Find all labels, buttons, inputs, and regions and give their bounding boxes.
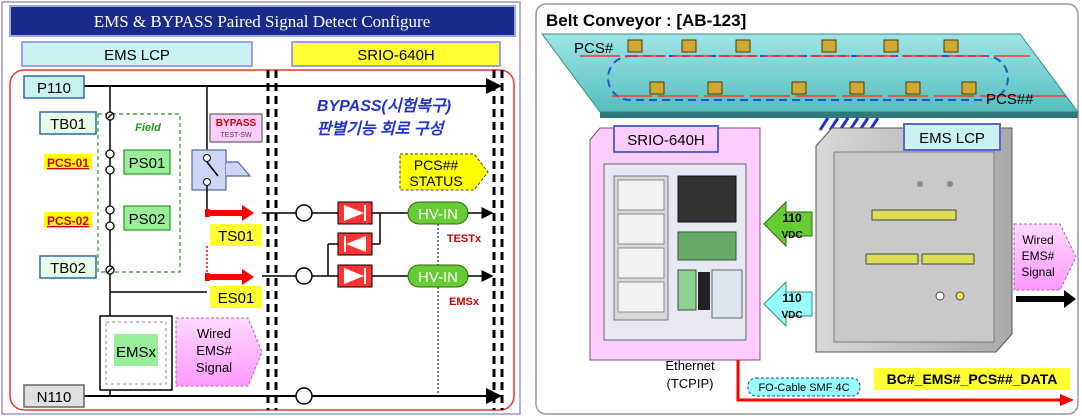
diode-3: [337, 264, 373, 288]
korean-title-1: BYPASS(시험복구): [317, 97, 451, 115]
wired-signal-right-arrow: [1016, 290, 1076, 308]
ems-lcp-header: [21, 41, 253, 67]
hv-in-1-label: HV-IN: [418, 206, 458, 223]
p110-label-box: [23, 75, 85, 99]
field-zone: [97, 113, 181, 273]
ems-lcp-cabinet: [815, 127, 1013, 353]
pcs-hash-label-2: PCS##: [986, 91, 1034, 108]
vdc2-line1: 110: [782, 291, 802, 305]
bc-data-label: BC#_EMS#_PCS##_DATA: [887, 371, 1058, 387]
diode-1: [337, 201, 373, 225]
tb02-label: TB02: [50, 260, 86, 277]
diode-2: [337, 232, 373, 256]
vdc-arrow-2: [763, 280, 813, 328]
ethernet-line2: (TCPIP): [667, 376, 714, 391]
wired-signal-right-1: Wired: [1022, 233, 1053, 247]
wired-ems-signal-left: [175, 317, 263, 387]
es01-label: ES01: [218, 290, 255, 307]
fo-cable-line: [736, 360, 1062, 402]
field-label: Field: [135, 122, 161, 134]
srio-right-label: SRIO-640H: [627, 132, 705, 149]
hv-in-2-label: HV-IN: [418, 269, 458, 286]
ems-lcp-right-label: EMS LCP: [919, 130, 985, 147]
vdc1-line2: VDC: [781, 230, 802, 241]
wired-ems-signal-right: [1013, 223, 1077, 291]
wired-signal-left-3: Signal: [196, 360, 232, 375]
testx-label: TESTx: [447, 233, 482, 245]
left-title: EMS & BYPASS Paired Signal Detect Config…: [94, 12, 431, 31]
srio-right-header: [613, 125, 719, 153]
vdc-arrow-1: [763, 200, 813, 248]
ts01-arrow: [205, 205, 254, 221]
circuit-frame: [9, 69, 515, 411]
emsx-output-label: EMSx: [449, 296, 480, 308]
n110-label: N110: [37, 389, 72, 406]
tb01-label-box: [39, 111, 97, 135]
ps02-label: PS02: [129, 211, 166, 228]
opto-isolators: [295, 204, 313, 405]
korean-title-2: 판별기능 회로 구성: [317, 120, 446, 138]
pull-cord-switches: [627, 39, 977, 95]
ps01-label: PS01: [129, 155, 166, 172]
ems-lcp-header-label: EMS LCP: [104, 47, 170, 64]
pcs-status-line2: STATUS: [409, 173, 462, 189]
pcs-status-badge: [399, 153, 489, 191]
right-panel: Belt Conveyor : [AB-123] PCS# PCS##: [535, 3, 1079, 415]
cabinet-divider-left: [266, 70, 504, 410]
es01-arrow: [205, 269, 254, 285]
pcs01-label: PCS-01: [47, 156, 89, 170]
n110-label-box: [23, 384, 85, 408]
vdc1-line1: 110: [782, 211, 802, 225]
ethernet-line1: Ethernet: [665, 358, 715, 373]
srio-header: [291, 41, 501, 67]
es01-box: [210, 286, 262, 308]
right-title-bar: [540, 8, 798, 32]
bypass-title: BYPASS: [216, 118, 257, 129]
bc-data-box: [874, 368, 1070, 390]
vdc2-line2: VDC: [781, 310, 802, 321]
tb01-label: TB01: [50, 116, 86, 133]
srio-header-label: SRIO-640H: [357, 47, 435, 64]
pcs-status-line1: PCS##: [414, 157, 459, 173]
right-title: Belt Conveyor : [AB-123]: [546, 11, 746, 30]
ps01-box: [123, 149, 171, 175]
wired-signal-left-2: EMS#: [196, 343, 232, 358]
ts01-label: TS01: [218, 228, 254, 245]
fo-cable-box: [747, 377, 861, 397]
ps02-box: [123, 205, 171, 231]
wired-signal-left-1: Wired: [197, 326, 231, 341]
fo-cable-label: FO-Cable SMF 4C: [758, 382, 849, 394]
emsx-box-label: EMSx: [116, 344, 157, 361]
left-title-bar: [9, 5, 516, 37]
ts01-box: [210, 224, 262, 246]
bypass-sub: TEST-SW: [220, 132, 252, 139]
pcs-hash-label-1: PCS#: [574, 40, 614, 57]
bypass-label-box: [209, 113, 263, 143]
tb02-label-box: [39, 255, 97, 279]
left-panel: EMS & BYPASS Paired Signal Detect Config…: [1, 1, 521, 415]
srio-cabinet: [589, 127, 761, 361]
ems-lcp-right-header: [903, 123, 1001, 151]
wired-signal-right-2: EMS#: [1022, 249, 1055, 263]
p110-label: P110: [37, 80, 71, 97]
wired-signal-right-3: Signal: [1021, 265, 1054, 279]
pcs02-label: PCS-02: [47, 214, 89, 228]
